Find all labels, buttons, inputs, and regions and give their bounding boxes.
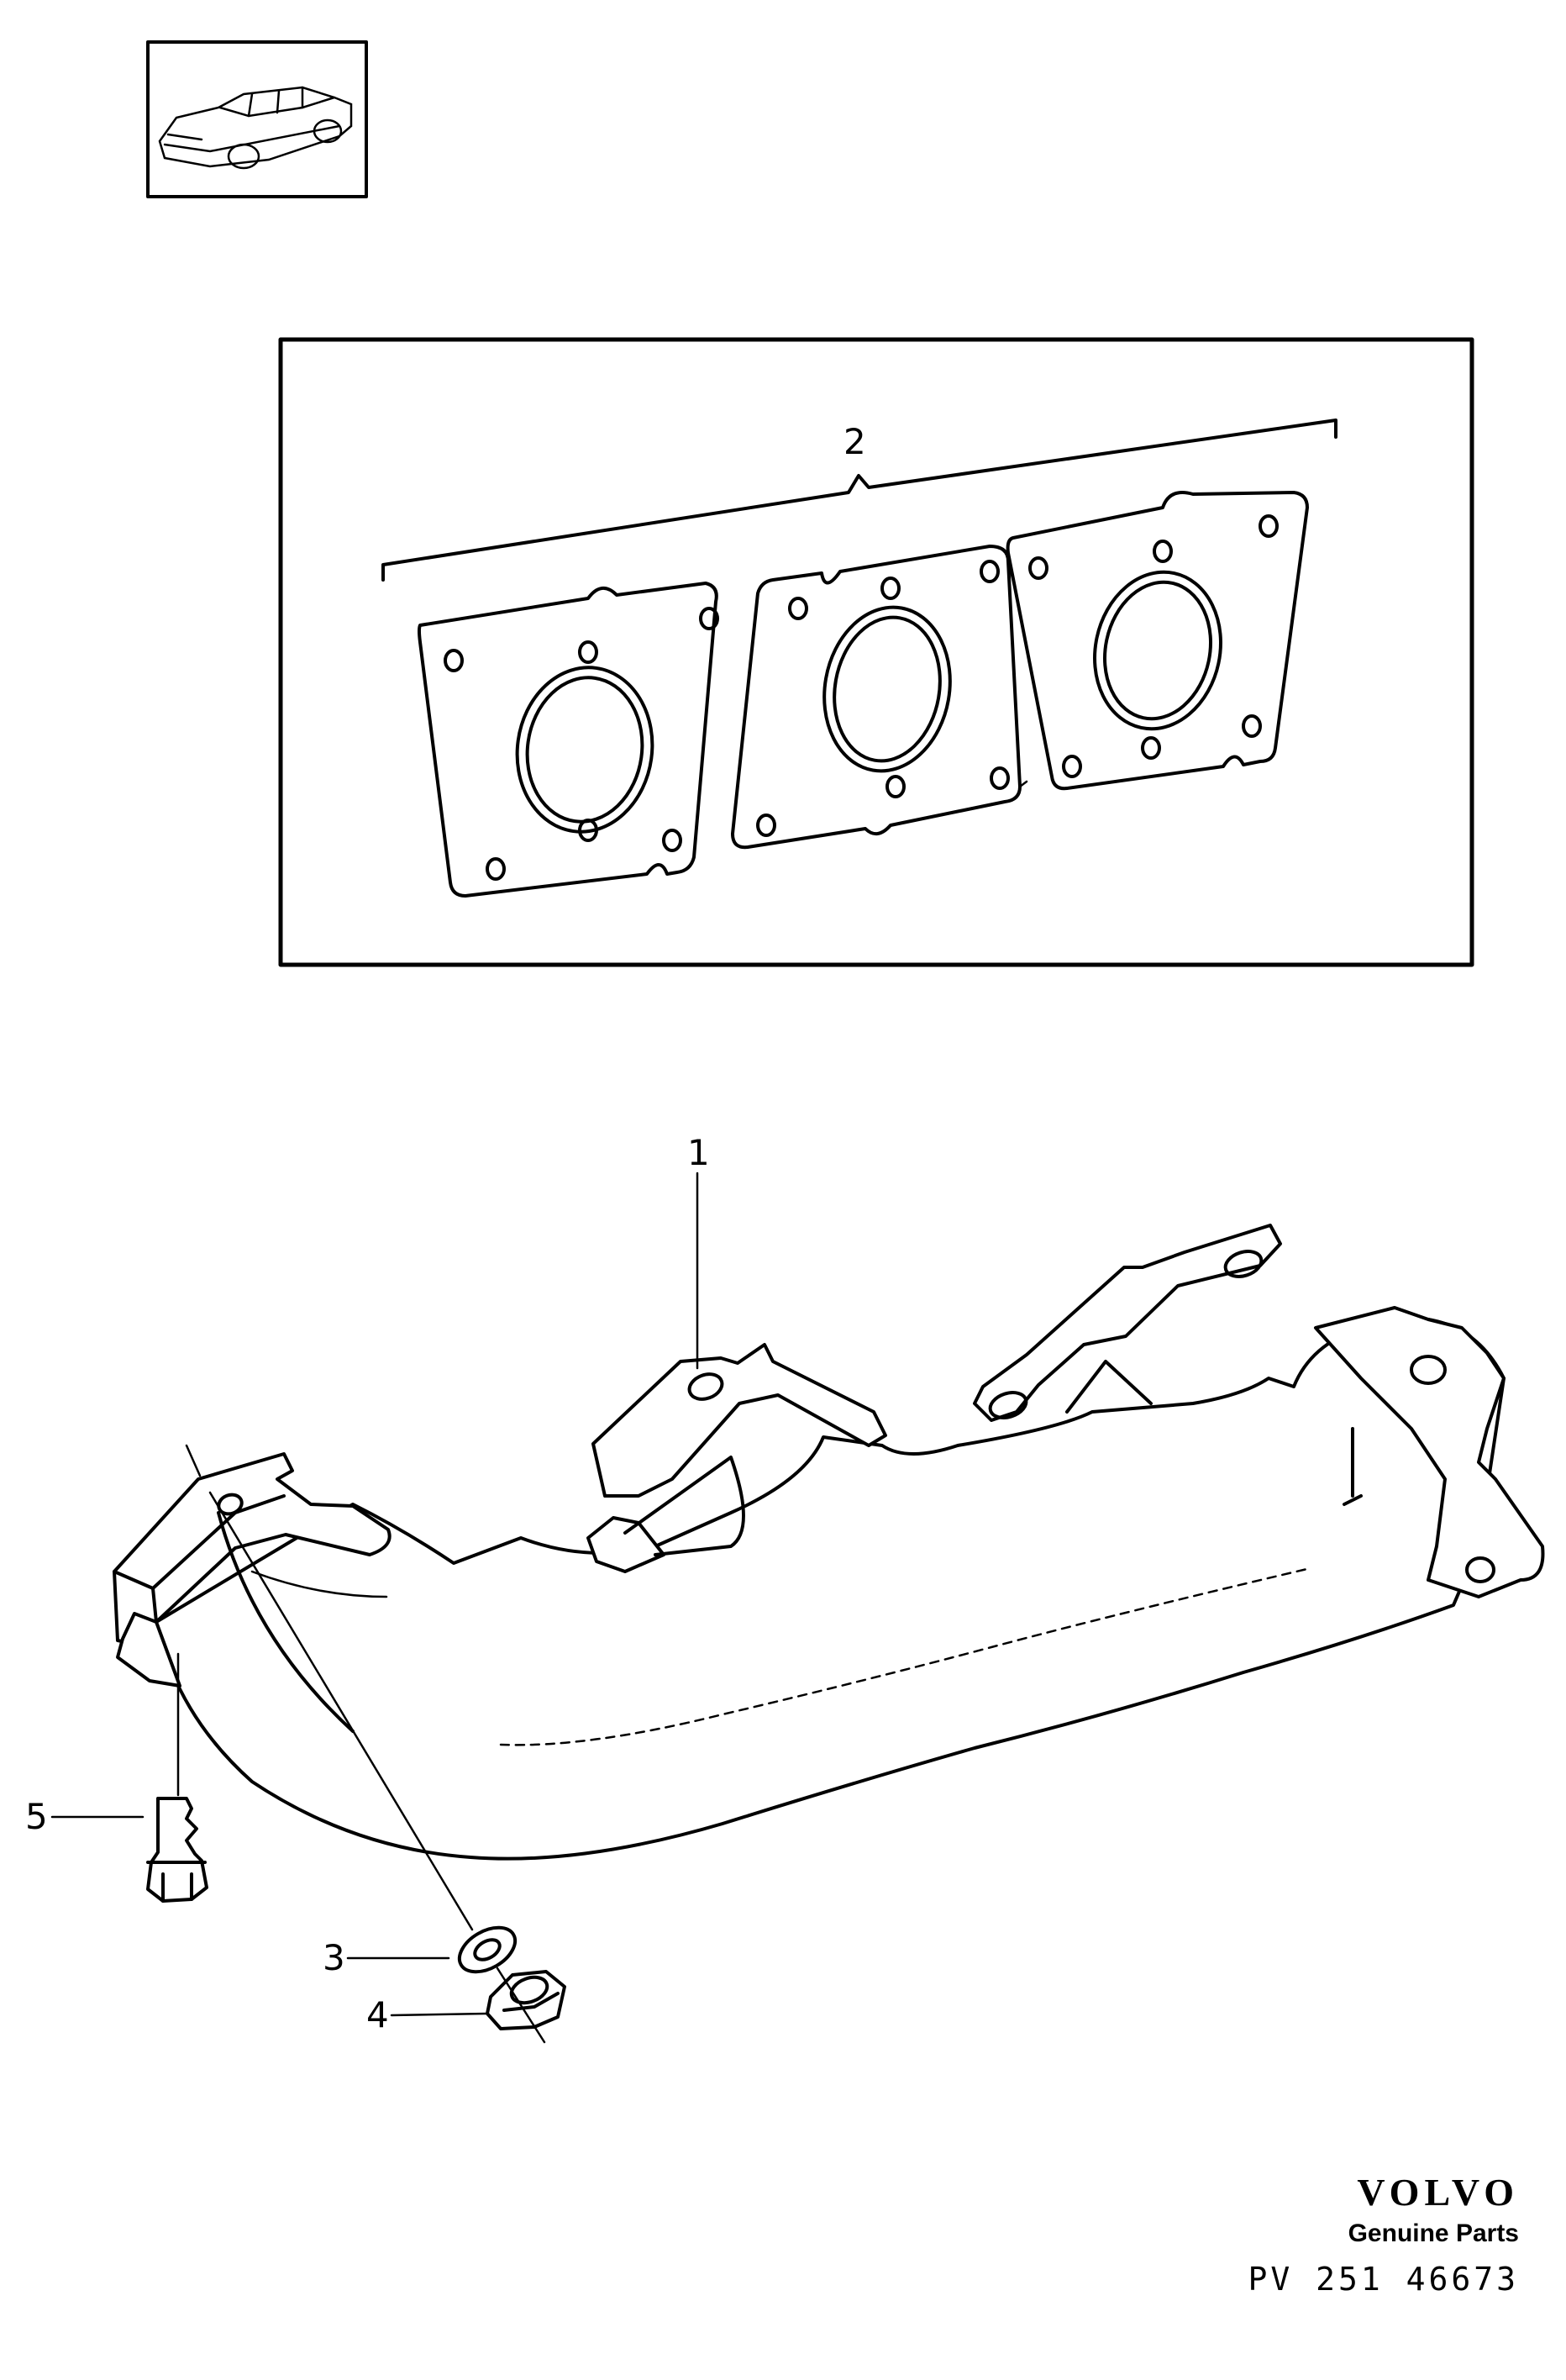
- part-reference: PV 251 46673: [1248, 2261, 1519, 2298]
- stud: [146, 1797, 208, 1903]
- callout-2: 2: [843, 421, 866, 462]
- gasket-left: [418, 582, 719, 898]
- brand-logo: VOLVO: [1357, 2171, 1519, 2214]
- callout-3: 3: [323, 1937, 345, 1978]
- brand-block: VOLVO Genuine Parts PV 251 46673: [1248, 2172, 1519, 2299]
- gasket-bracket: [381, 419, 1337, 582]
- bolt-axis: [208, 1491, 546, 2044]
- vehicle-thumbnail: [146, 40, 368, 198]
- callout-1: 1: [687, 1132, 710, 1173]
- car-sedan-icon: [158, 86, 353, 170]
- nut: [486, 1970, 566, 2030]
- callout-5: 5: [25, 1796, 48, 1837]
- exhaust-manifold: [113, 1224, 1545, 1861]
- gasket-middle: [731, 545, 1022, 850]
- callout-4: 4: [366, 1994, 389, 2035]
- leader-lines: [50, 1172, 699, 2044]
- washer: [457, 1925, 518, 1974]
- brand-tagline: Genuine Parts: [1348, 2219, 1519, 2247]
- leader-4: [390, 2012, 489, 2017]
- callouts: 1 2 3 4 5: [25, 421, 866, 2035]
- gasket-right: [1006, 491, 1309, 791]
- gasket-set-panel: [278, 337, 1474, 967]
